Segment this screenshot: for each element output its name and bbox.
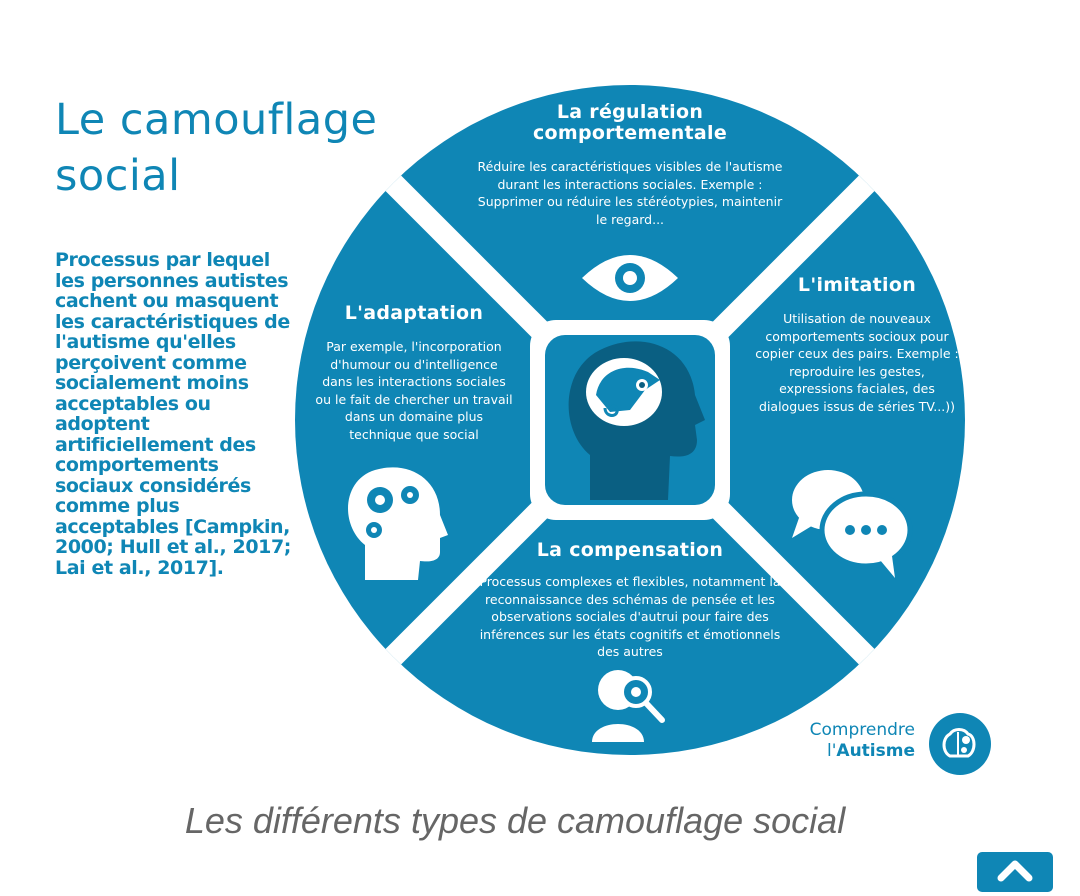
- brand-line2: l'Autisme: [770, 741, 915, 762]
- brand-line1: Comprendre: [809, 720, 915, 740]
- segment-right-title: L'imitation: [797, 274, 917, 296]
- definition-text: Processus par lequel les personnes autis…: [55, 249, 292, 579]
- speech-bubbles-icon: [792, 470, 913, 578]
- segment-right-body: Utilisation de nouveaux comportements so…: [755, 311, 959, 414]
- segment-top-title-line2: comportementale: [532, 122, 728, 144]
- segment-top-title-line1: La régulation: [556, 101, 704, 123]
- chevron-up-icon: [997, 860, 1033, 882]
- chameleon-head-icon: [568, 341, 705, 500]
- segment-left-content: L'adaptation Par exemple, l'incorporatio…: [305, 300, 523, 443]
- segment-left-title: L'adaptation: [344, 302, 484, 324]
- figure-caption: Les différents types de camouflage socia…: [184, 800, 846, 841]
- segment-left-body: Par exemple, l'incorporation d'humour ou…: [315, 339, 513, 442]
- person-magnifier-icon: [592, 670, 665, 742]
- gears-head-icon: [348, 467, 448, 580]
- segment-top-content: La régulation comportementale Réduire le…: [465, 102, 795, 228]
- segment-bottom-title: La compensation: [536, 539, 724, 561]
- segment-bottom-content: La compensation Processus complexes et f…: [465, 537, 795, 661]
- back-to-top-button[interactable]: [977, 852, 1053, 892]
- page-title: Le camouflage social: [55, 95, 378, 201]
- brand-name: Comprendre l'Autisme: [770, 720, 915, 762]
- segment-bottom-body: Processus complexes et flexibles, notamm…: [479, 574, 781, 659]
- brand-line2-bold: Autisme: [836, 741, 915, 761]
- brand-line2-prefix: l': [827, 741, 837, 761]
- brand-brain-logo-icon: [929, 713, 991, 775]
- segment-top-body: Réduire les caractéristiques visibles de…: [477, 159, 783, 227]
- segment-top: [390, 85, 870, 420]
- eye-icon: [582, 255, 678, 301]
- segment-right-content: L'imitation Utilisation de nouveaux comp…: [748, 272, 966, 415]
- segment-bottom: [390, 420, 870, 755]
